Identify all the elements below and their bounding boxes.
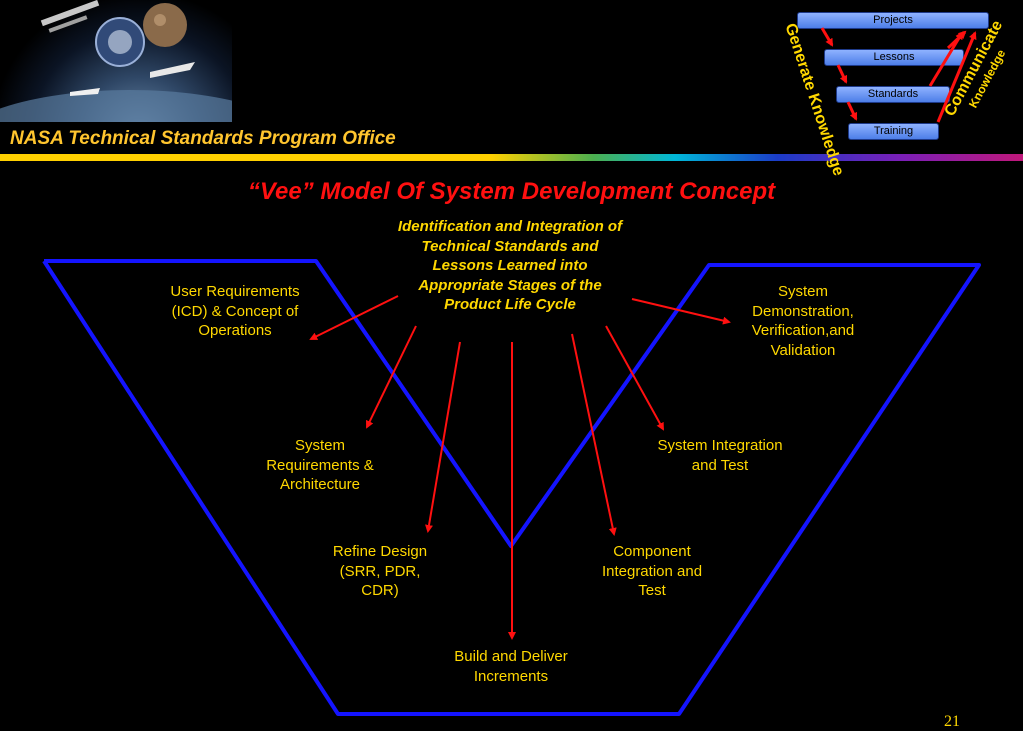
inset-arrow-up-2 bbox=[936, 31, 977, 123]
slide-title: “Vee” Model Of System Development Concep… bbox=[247, 178, 776, 205]
header-title: NASA Technical Standards Program Office bbox=[10, 128, 396, 149]
inset-box-projects: Projects bbox=[797, 12, 989, 29]
node-system-demonstration: System Demonstration, Verification,and V… bbox=[751, 283, 855, 359]
arrow-to-system-requirements bbox=[366, 325, 417, 429]
rainbow-divider bbox=[0, 154, 1023, 161]
node-component-integration: Component Integration and Test bbox=[601, 543, 703, 599]
node-build-deliver: Build and Deliver Increments bbox=[454, 648, 568, 685]
node-user-requirements: User Requirements (ICD) & Concept of Ope… bbox=[170, 283, 300, 339]
inset-arrow-down-2 bbox=[836, 64, 848, 84]
node-system-requirements: System Requirements & Architecture bbox=[266, 437, 374, 493]
arrow-to-component-integration bbox=[571, 333, 617, 536]
arrow-to-system-integration bbox=[605, 325, 664, 431]
inset-box-training: Training bbox=[848, 123, 939, 140]
arrow-to-refine-design bbox=[425, 341, 461, 533]
inset-arrow-up-3 bbox=[946, 30, 967, 50]
node-refine-design: Refine Design (SRR, PDR, CDR) bbox=[332, 543, 428, 599]
space-scene-graphic bbox=[0, 0, 232, 122]
node-system-integration: System Integration and Test bbox=[657, 437, 783, 474]
inset-arrow-down-1 bbox=[820, 27, 834, 47]
page-number: 21 bbox=[944, 713, 960, 730]
center-description: Identification and Integration of Techni… bbox=[397, 218, 623, 313]
arrow-to-system-demonstration bbox=[631, 298, 731, 325]
banner-image bbox=[0, 0, 232, 122]
inset-box-lessons: Lessons bbox=[824, 49, 964, 66]
inset-arrow-down-3 bbox=[846, 101, 858, 121]
arrow-to-user-requirements bbox=[309, 295, 399, 340]
vee-outline bbox=[42, 259, 981, 716]
